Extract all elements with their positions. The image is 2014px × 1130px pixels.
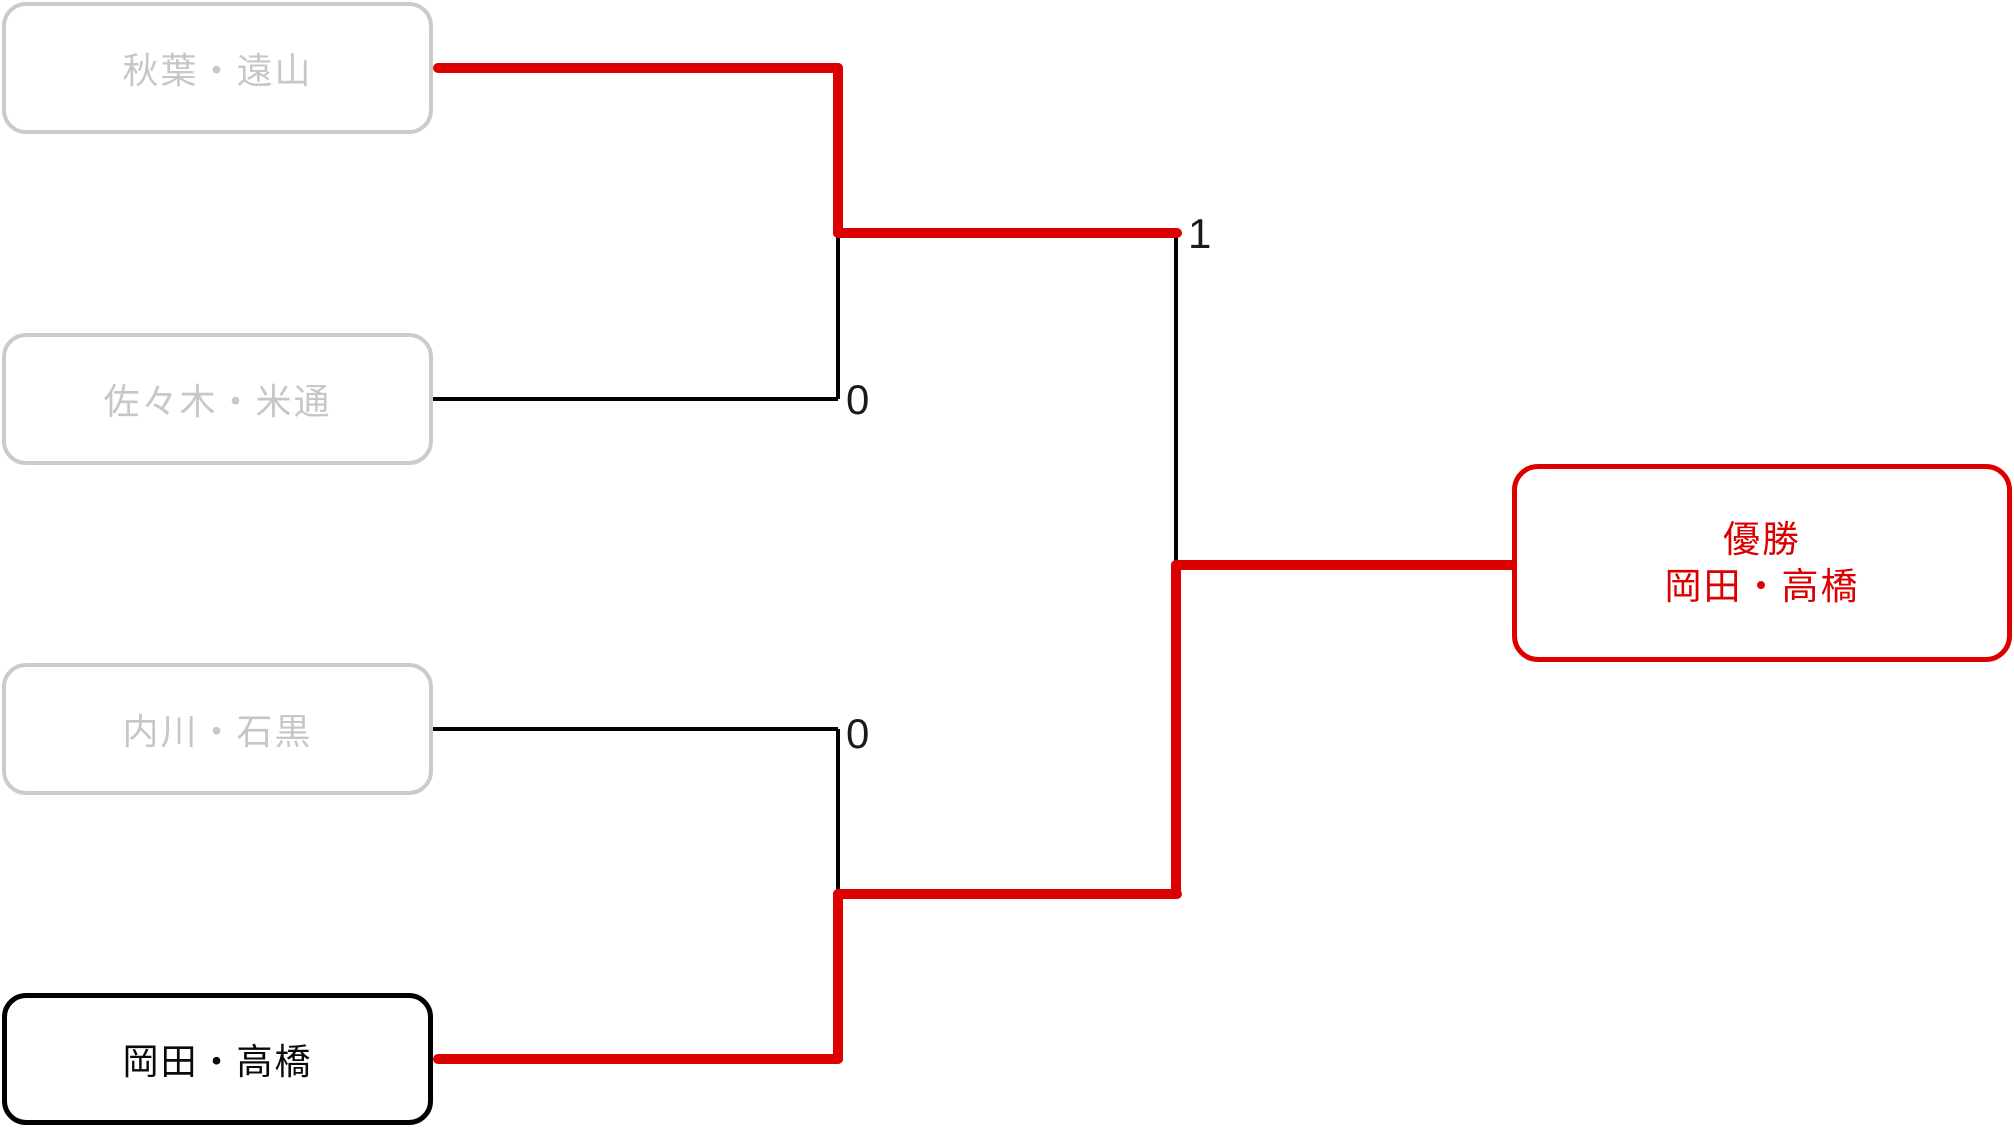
connector-semi1-winner-horizontal [433, 63, 843, 73]
score-semi1-loser: 0 [846, 376, 870, 423]
connector-semi2-loser-horizontal [433, 727, 838, 731]
connector-final-top-vertical [1174, 233, 1178, 564]
connector-semi1-loser-vertical [836, 233, 840, 399]
connector-semi1-winner-vertical [833, 63, 843, 238]
team-name: 秋葉・遠山 [122, 50, 313, 91]
champion-box: 優勝 岡田・高橋 [1512, 464, 2012, 662]
score-semi2-loser: 0 [846, 710, 870, 757]
team-box-uchikawa-ishiguro: 内川・石黒 [2, 663, 433, 795]
champion-title: 優勝 [1723, 519, 1801, 560]
score-final-top: 1 [1188, 210, 1212, 257]
connector-semi1-output-horizontal [833, 228, 1182, 238]
champion-name: 岡田・高橋 [1664, 566, 1860, 607]
connector-semi1-loser-horizontal [433, 397, 838, 401]
connector-semi2-winner-vertical [833, 889, 843, 1064]
team-box-okada-takahashi: 岡田・高橋 [2, 993, 433, 1125]
team-name: 内川・石黒 [122, 711, 313, 752]
connector-final-output-horizontal [1171, 560, 1516, 570]
connector-semi2-output-horizontal [833, 889, 1182, 899]
team-name: 岡田・高橋 [122, 1041, 313, 1082]
team-box-akiba-toyama: 秋葉・遠山 [2, 2, 433, 134]
team-name: 佐々木・米通 [103, 381, 332, 422]
connector-semi2-winner-horizontal [433, 1054, 843, 1064]
team-box-sasaki-yonedori: 佐々木・米通 [2, 333, 433, 465]
connector-semi2-loser-vertical [836, 729, 840, 894]
connector-final-winner-vertical [1171, 560, 1181, 899]
